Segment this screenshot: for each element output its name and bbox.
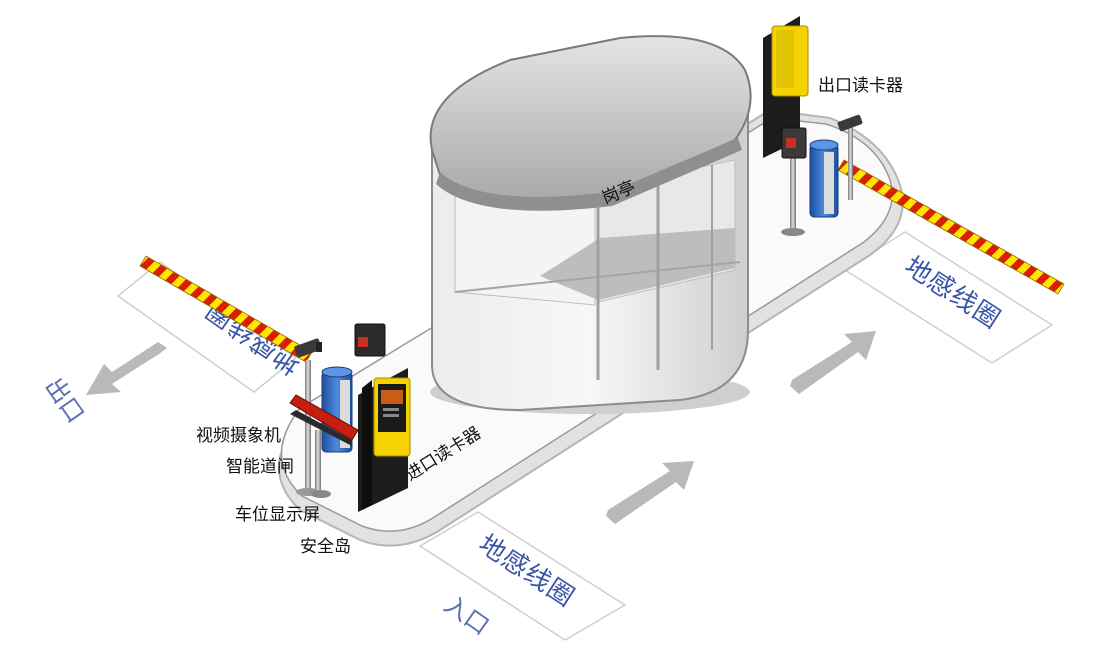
entry-arrow-2 (790, 331, 876, 394)
right-barrier-gate (809, 139, 839, 218)
exit-card-reader-label: 出口读卡器 (818, 76, 903, 96)
video-camera-label: 视频摄象机 (196, 426, 281, 446)
entry-direction-label: 入口 (439, 590, 494, 640)
safety-island-label: 安全岛 (300, 537, 351, 557)
video-camera-right (837, 114, 863, 200)
entry-card-reader (354, 323, 411, 512)
space-display-label: 车位显示屏 (235, 505, 320, 525)
exit-direction-label: 出口 (39, 373, 89, 428)
right-barrier-arm (837, 159, 1065, 295)
booth (429, 35, 752, 414)
loop-plate-left: 地感线圈 (116, 261, 306, 393)
exit-arrow (86, 342, 167, 395)
entry-arrow-1 (606, 461, 694, 524)
exit-card-reader (763, 16, 809, 236)
space-display-sign (289, 394, 359, 498)
smart-barrier-label: 智能道闸 (226, 457, 294, 477)
